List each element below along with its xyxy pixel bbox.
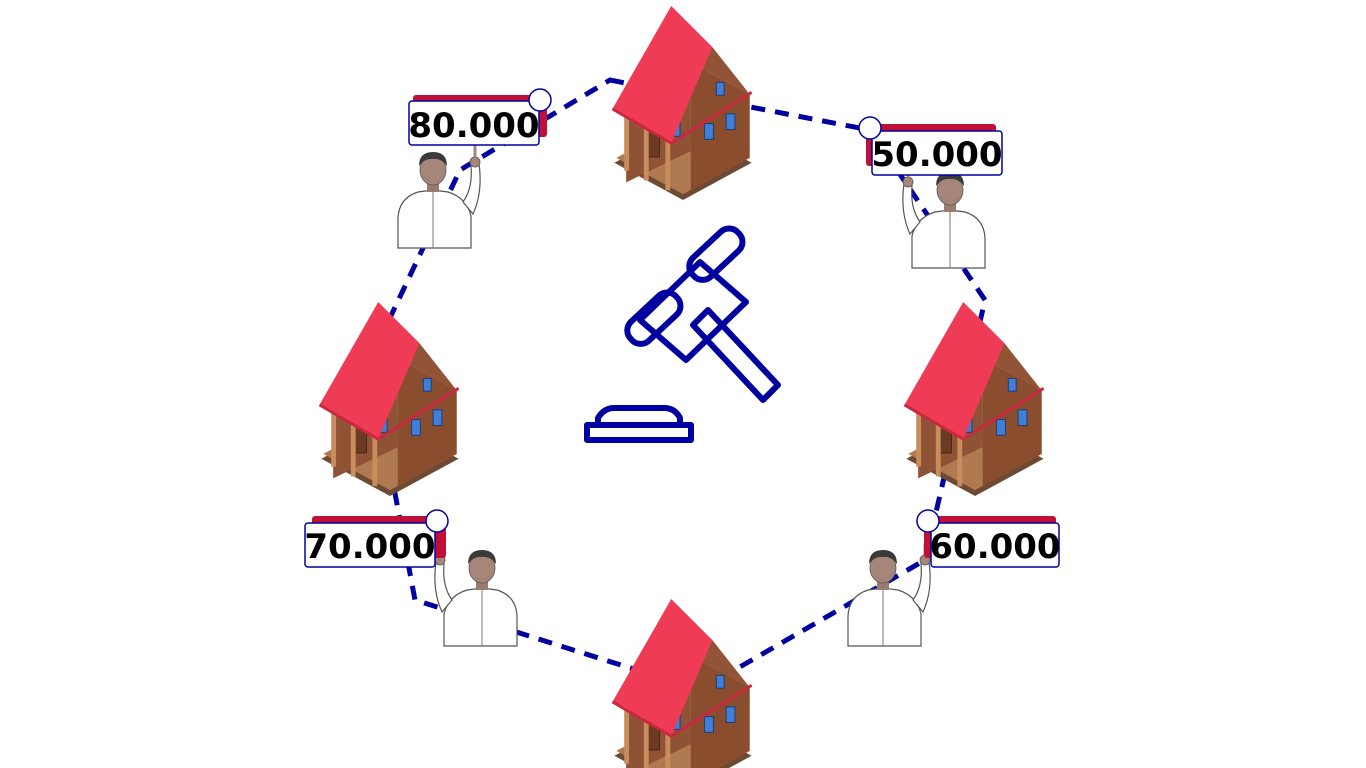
bidder-raising-hand-icon <box>396 144 482 250</box>
price-tag: 80.000 <box>408 88 552 146</box>
house-icon <box>902 300 1046 498</box>
bidder-raising-hand-icon <box>846 542 932 648</box>
auction-gavel-icon <box>584 225 781 443</box>
house-icon <box>610 4 754 202</box>
price-label: 80.000 <box>408 106 539 146</box>
price-label: 50.000 <box>871 135 1002 175</box>
bidder-raising-hand-icon <box>901 164 987 270</box>
price-tag: 70.000 <box>304 509 449 568</box>
house-icon <box>317 300 461 498</box>
price-label: 60.000 <box>929 527 1060 567</box>
price-label: 70.000 <box>304 527 435 567</box>
price-tag: 60.000 <box>916 509 1061 568</box>
price-tag: 50.000 <box>858 116 1003 176</box>
bidder-raising-hand-icon <box>433 542 519 648</box>
house-icon <box>610 597 754 768</box>
